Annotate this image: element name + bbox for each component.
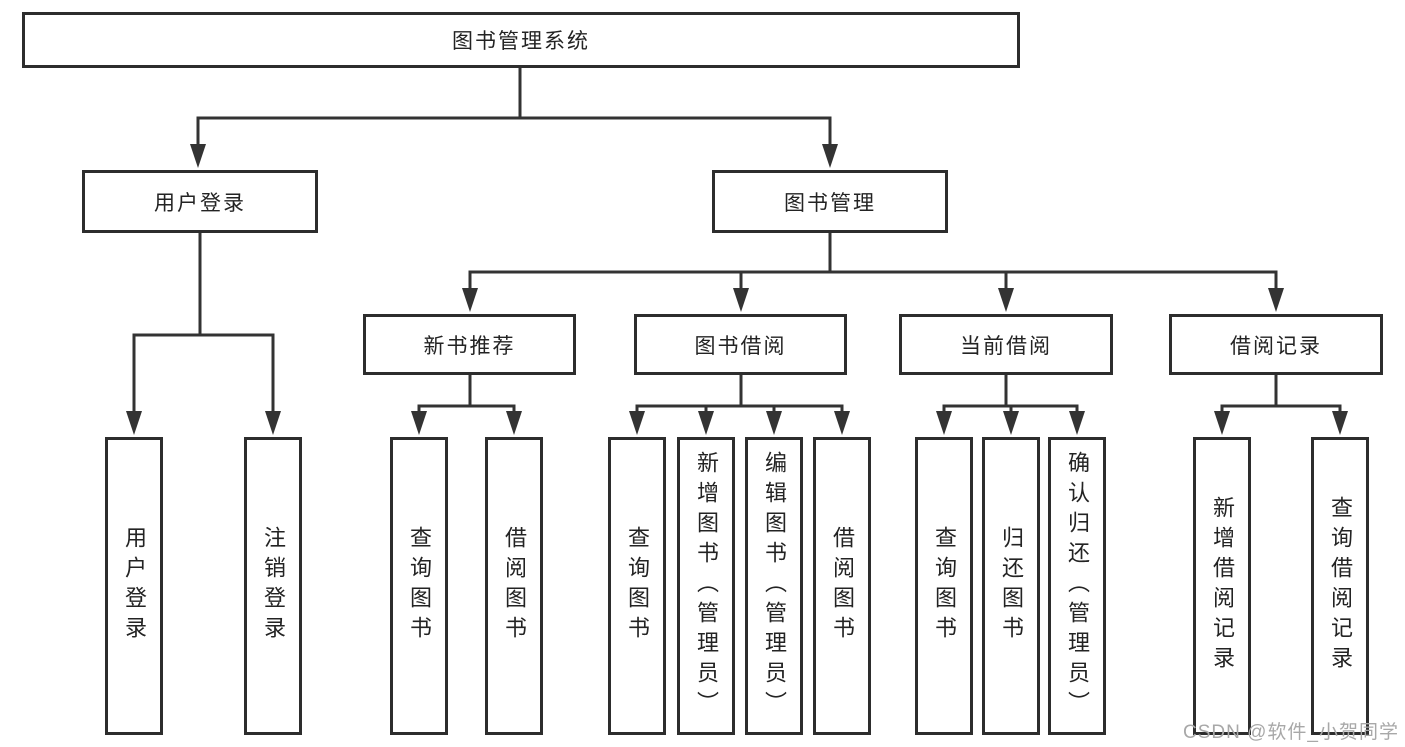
leaf-borrow-books-recommend: 借阅图书 [485,437,543,735]
node-current-borrow: 当前借阅 [899,314,1113,375]
node-label: 编辑图书（管理员） [762,451,787,721]
leaf-return-books: 归还图书 [982,437,1040,735]
node-label: 确认归还（管理员） [1065,451,1090,721]
csdn-watermark: CSDN @软件_小贺同学 [1183,722,1399,743]
node-library-system: 图书管理系统 [22,12,1020,68]
node-label: 图书借阅 [694,334,787,358]
leaf-query-books-current: 查询图书 [915,437,973,735]
node-label: 查询图书 [407,526,432,646]
node-label: 新书推荐 [423,334,516,358]
node-new-book-recommend: 新书推荐 [363,314,576,375]
leaf-add-books-admin: 新增图书（管理员） [677,437,735,735]
node-label: 当前借阅 [960,334,1052,358]
node-label: 图书管理 [784,191,876,215]
node-book-borrow: 图书借阅 [634,314,847,375]
node-label: 归还图书 [999,526,1024,646]
node-label: 图书管理系统 [452,30,590,53]
leaf-logout: 注销登录 [244,437,302,735]
node-user-login: 用户登录 [82,170,318,233]
leaf-query-borrow-record: 查询借阅记录 [1311,437,1369,735]
leaf-user-login: 用户登录 [105,437,163,735]
leaf-add-borrow-record: 新增借阅记录 [1193,437,1251,735]
node-label: 查询图书 [625,526,650,646]
node-label: 新增图书（管理员） [694,451,719,721]
node-borrow-records: 借阅记录 [1169,314,1383,375]
node-label: 用户登录 [154,191,246,215]
leaf-confirm-return-admin: 确认归还（管理员） [1048,437,1106,735]
node-label: 查询借阅记录 [1328,496,1353,676]
node-label: 新增借阅记录 [1210,496,1235,676]
leaf-query-books-recommend: 查询图书 [390,437,448,735]
leaf-edit-books-admin: 编辑图书（管理员） [745,437,803,735]
node-label: 查询图书 [932,526,957,646]
leaf-query-books-borrow: 查询图书 [608,437,666,735]
node-label: 借阅图书 [502,526,527,646]
leaf-borrow-books: 借阅图书 [813,437,871,735]
node-label: 借阅记录 [1230,334,1322,358]
node-label: 借阅图书 [830,526,855,646]
node-label: 用户登录 [122,526,147,646]
node-book-management: 图书管理 [712,170,948,233]
node-label: 注销登录 [261,526,286,646]
